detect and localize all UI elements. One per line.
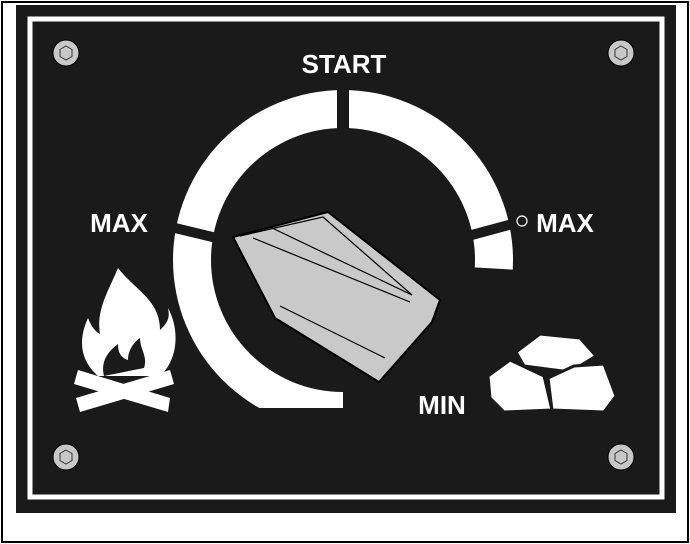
label-max-left: MAX (90, 208, 148, 238)
campfire-icon (74, 268, 176, 412)
label-min: MIN (418, 390, 466, 420)
screw-icon (607, 39, 635, 67)
rotary-knob[interactable] (232, 211, 441, 383)
screw-icon (52, 443, 80, 471)
coal-lumps-icon (486, 332, 618, 414)
panel-border (27, 16, 665, 500)
label-start: START (302, 49, 387, 79)
label-max-right: MAX (536, 208, 594, 238)
screw-icon (607, 443, 635, 471)
screw-icon (52, 39, 80, 67)
